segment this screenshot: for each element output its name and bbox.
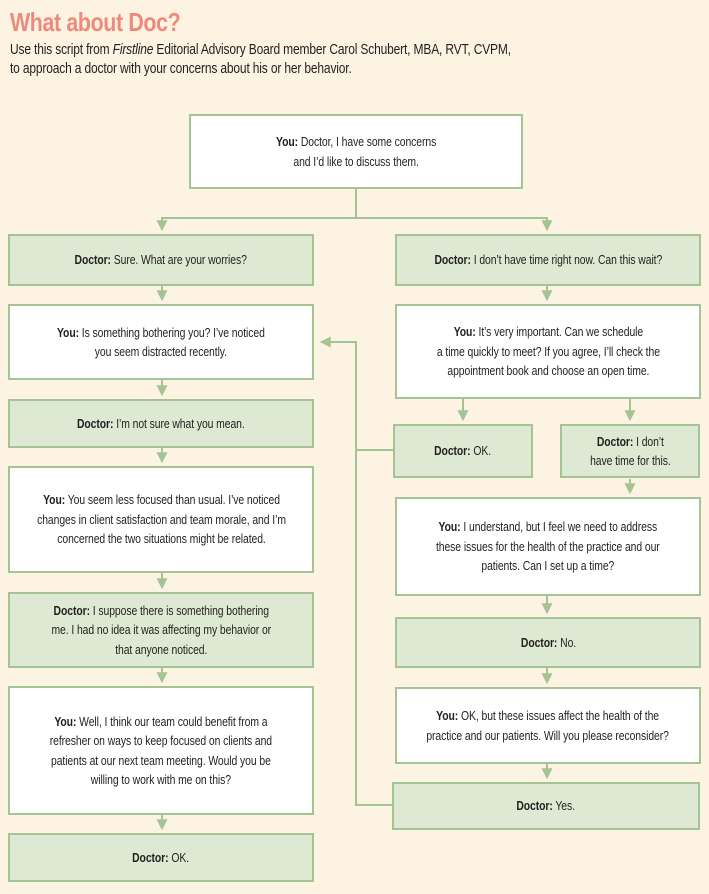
dialogue-text: Doctor: I suppose there is something bot… — [51, 601, 271, 660]
dialogue-line: Is something bothering you? I’ve noticed… — [81, 324, 265, 360]
speaker-label: You: — [54, 713, 77, 729]
intro-text: Use this script from Firstline Editorial… — [10, 40, 562, 80]
speaker-label: Doctor: — [516, 798, 554, 814]
flow-node-you-bothering: You: Is something bothering you? I’ve no… — [8, 304, 314, 380]
dialogue-line: OK. — [470, 443, 492, 459]
intro-prefix: Use this script from — [10, 40, 113, 58]
dialogue-line: Well, I think our team could benefit fro… — [49, 713, 273, 788]
intro-suffix: Editorial Advisory Board member Carol Sc… — [10, 40, 511, 78]
flow-node-you-refresher: You: Well, I think our team could benefi… — [8, 686, 314, 815]
dialogue-text: Doctor: OK. — [435, 441, 492, 461]
dialogue-line: I suppose there is something bothering m… — [51, 602, 271, 657]
dialogue-line: OK, but these issues affect the health o… — [426, 708, 670, 743]
flow-node-you-understand: You: I understand, but I feel we need to… — [395, 497, 701, 596]
speaker-label: You: — [57, 324, 80, 340]
speaker-label: Doctor: — [434, 252, 471, 268]
page-title: What about Doc? — [10, 7, 181, 37]
flow-node-you-reconsider: You: OK, but these issues affect the hea… — [395, 687, 701, 764]
dialogue-text: You: Doctor, I have some concerns and I’… — [276, 132, 436, 171]
speaker-label: Doctor: — [434, 443, 472, 459]
dialogue-line: I don’t have time for this. — [589, 433, 671, 469]
speaker-label: You: — [275, 134, 298, 149]
flow-node-doctor-ok: Doctor: OK. — [393, 424, 533, 478]
speaker-label: You: — [453, 324, 476, 340]
speaker-label: Doctor: — [53, 602, 90, 618]
dialogue-text: Doctor: No. — [520, 633, 575, 653]
dialogue-line: I understand, but I feel we need to addr… — [436, 519, 660, 574]
flow-node-you-important: You: It’s very important. Can we schedul… — [395, 304, 701, 399]
speaker-label: Doctor: — [74, 252, 112, 268]
dialogue-line: No. — [556, 634, 576, 650]
speaker-label: Doctor: — [132, 849, 170, 865]
flow-node-doctor-suppose: Doctor: I suppose there is something bot… — [8, 592, 314, 668]
flow-node-doctor-sure: Doctor: Sure. What are your worries? — [8, 234, 314, 286]
dialogue-text: Doctor: Sure. What are your worries? — [75, 250, 247, 270]
flow-node-you-less-focused: You: You seem less focused than usual. I… — [8, 466, 314, 573]
dialogue-text: Doctor: I don’t have time right now. Can… — [434, 250, 662, 270]
dialogue-line: It’s very important. Can we schedule a t… — [436, 324, 660, 379]
flow-node-doctor-yes: Doctor: Yes. — [392, 782, 700, 830]
dialogue-text: Doctor: Yes. — [517, 796, 576, 816]
dialogue-line: I’m not sure what you mean. — [113, 415, 245, 431]
flow-node-doctor-not-sure: Doctor: I’m not sure what you mean. — [8, 399, 314, 448]
speaker-label: Doctor: — [77, 415, 114, 431]
flow-node-doctor-ok-final: Doctor: OK. — [8, 833, 314, 882]
dialogue-line: I don’t have time right now. Can this wa… — [470, 252, 662, 268]
dialogue-text: Doctor: OK. — [133, 848, 190, 868]
dialogue-line: OK. — [168, 849, 190, 865]
intro-magazine-name: Firstline — [112, 40, 154, 58]
speaker-label: You: — [438, 519, 461, 535]
dialogue-line: Doctor, I have some concerns and I’d lik… — [293, 134, 437, 169]
flow-node-doctor-no: Doctor: No. — [395, 617, 701, 668]
header: What about Doc? Use this script from Fir… — [10, 8, 700, 79]
dialogue-text: You: I understand, but I feel we need to… — [436, 517, 660, 576]
speaker-label: You: — [42, 492, 65, 508]
dialogue-text: Doctor: I’m not sure what you mean. — [77, 414, 245, 434]
dialogue-text: You: You seem less focused than usual. I… — [37, 490, 286, 549]
flow-node-start: You: Doctor, I have some concerns and I’… — [189, 114, 523, 189]
dialogue-line: Yes. — [553, 798, 576, 814]
speaker-label: Doctor: — [520, 634, 557, 650]
dialogue-text: You: It’s very important. Can we schedul… — [436, 322, 659, 381]
dialogue-text: You: OK, but these issues affect the hea… — [427, 706, 670, 745]
dialogue-text: You: Is something bothering you? I’ve no… — [57, 323, 265, 362]
dialogue-line: You seem less focused than usual. I’ve n… — [36, 492, 286, 547]
dialogue-line: Sure. What are your worries? — [111, 252, 248, 268]
speaker-label: Doctor: — [596, 433, 633, 449]
speaker-label: You: — [436, 708, 459, 723]
connector-loop-back — [319, 336, 393, 806]
flow-node-doctor-no-time: Doctor: I don’t have time right now. Can… — [395, 234, 701, 286]
flow-node-doctor-no-time-this: Doctor: I don’t have time for this. — [560, 424, 700, 478]
dialogue-text: You: Well, I think our team could benefi… — [50, 712, 272, 790]
dialogue-text: Doctor: I don’t have time for this. — [590, 432, 671, 471]
